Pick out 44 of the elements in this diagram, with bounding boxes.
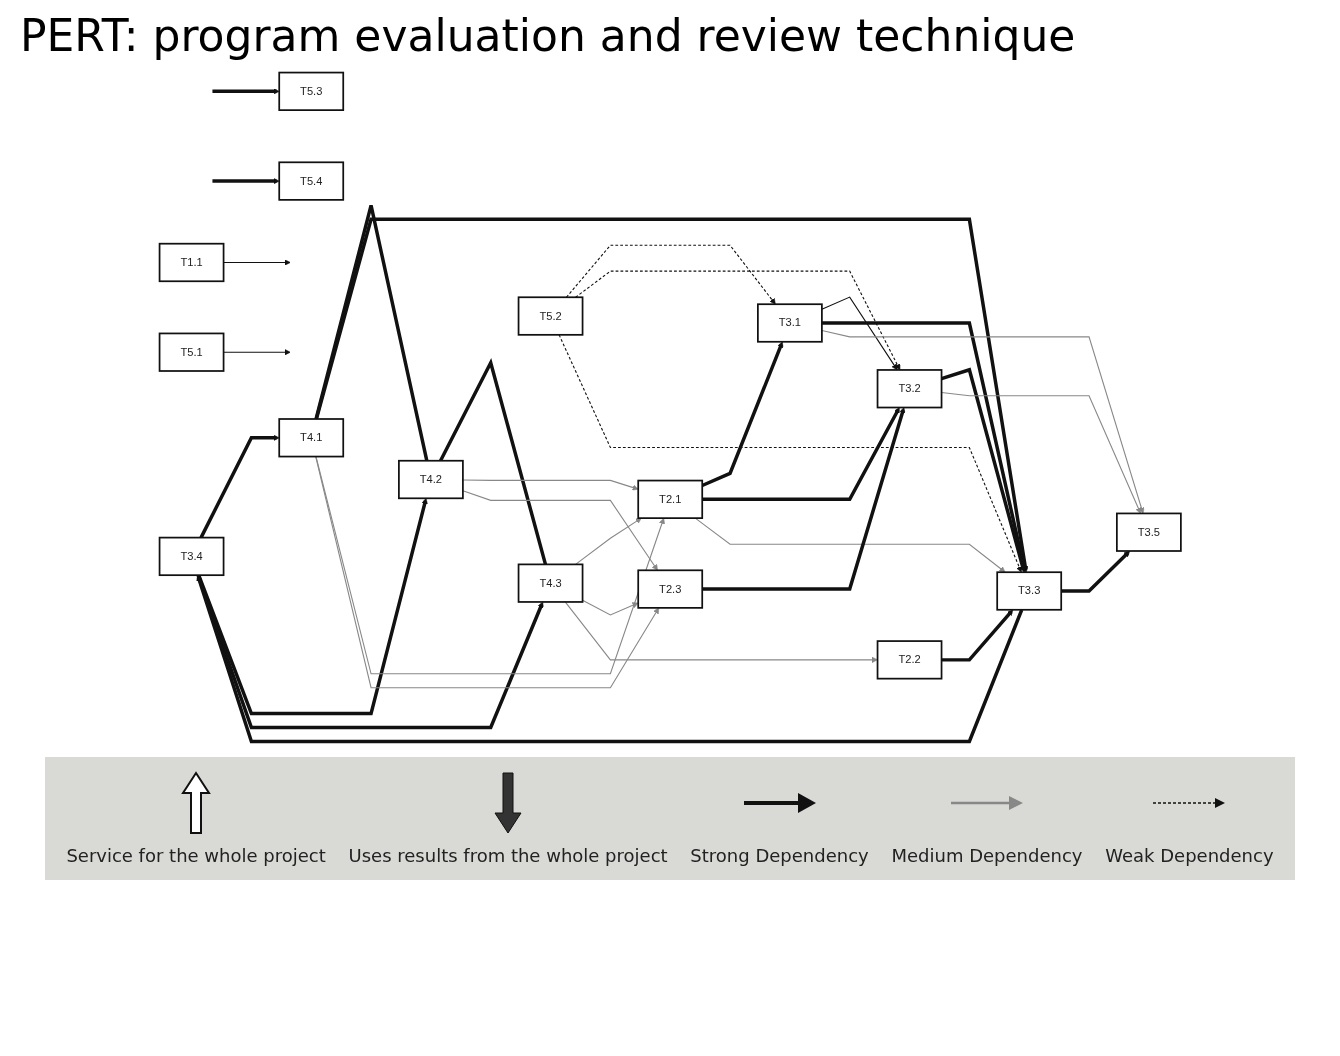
node-box: T5.3	[278, 71, 344, 111]
node-box: T5.1	[158, 332, 225, 372]
arrow	[212, 178, 280, 185]
arrow	[212, 88, 280, 95]
node-box: T1.1	[158, 242, 225, 283]
node-box: T3.5	[1115, 512, 1182, 552]
legend-text: Weak Dependency	[1105, 845, 1274, 866]
arrow	[821, 321, 1027, 573]
arrow	[821, 296, 898, 371]
node-box: T3.2	[876, 369, 943, 409]
arrow	[199, 434, 280, 539]
arrow	[694, 517, 1006, 573]
node-box: T4.1	[278, 418, 344, 458]
legend-text: Uses results from the whole project	[348, 845, 668, 866]
arrow	[821, 329, 1145, 514]
legend-text: Strong Dependency	[690, 845, 869, 866]
node-box: T2.2	[876, 640, 943, 680]
arrow	[558, 334, 1022, 573]
node-box: T3.1	[756, 303, 823, 343]
node-box: T4.3	[517, 563, 584, 603]
node-box: T3.4	[158, 536, 225, 577]
arrow	[702, 407, 900, 502]
connector	[314, 203, 429, 462]
arrow	[941, 609, 1013, 662]
node-box: T2.1	[637, 479, 703, 519]
arrow	[574, 270, 901, 371]
arrow	[196, 574, 544, 730]
arrow	[196, 574, 1024, 744]
legend-text: Service for the whole project	[66, 845, 326, 866]
arrow	[462, 490, 658, 571]
arrow	[564, 601, 878, 663]
title: PERT: program evaluation and review technique	[20, 10, 1077, 61]
arrow	[574, 517, 642, 565]
node-box: T5.4	[278, 161, 344, 201]
legend-text: Medium Dependency	[891, 845, 1083, 866]
arrow	[565, 244, 776, 305]
node-box: T3.3	[996, 571, 1062, 611]
node-box: T5.2	[517, 296, 584, 336]
node-box: T4.2	[397, 459, 464, 500]
connector	[438, 358, 547, 565]
arrow	[314, 217, 1029, 573]
node-box: T2.3	[637, 569, 703, 609]
arrow	[1061, 550, 1130, 593]
arrow	[702, 407, 906, 591]
